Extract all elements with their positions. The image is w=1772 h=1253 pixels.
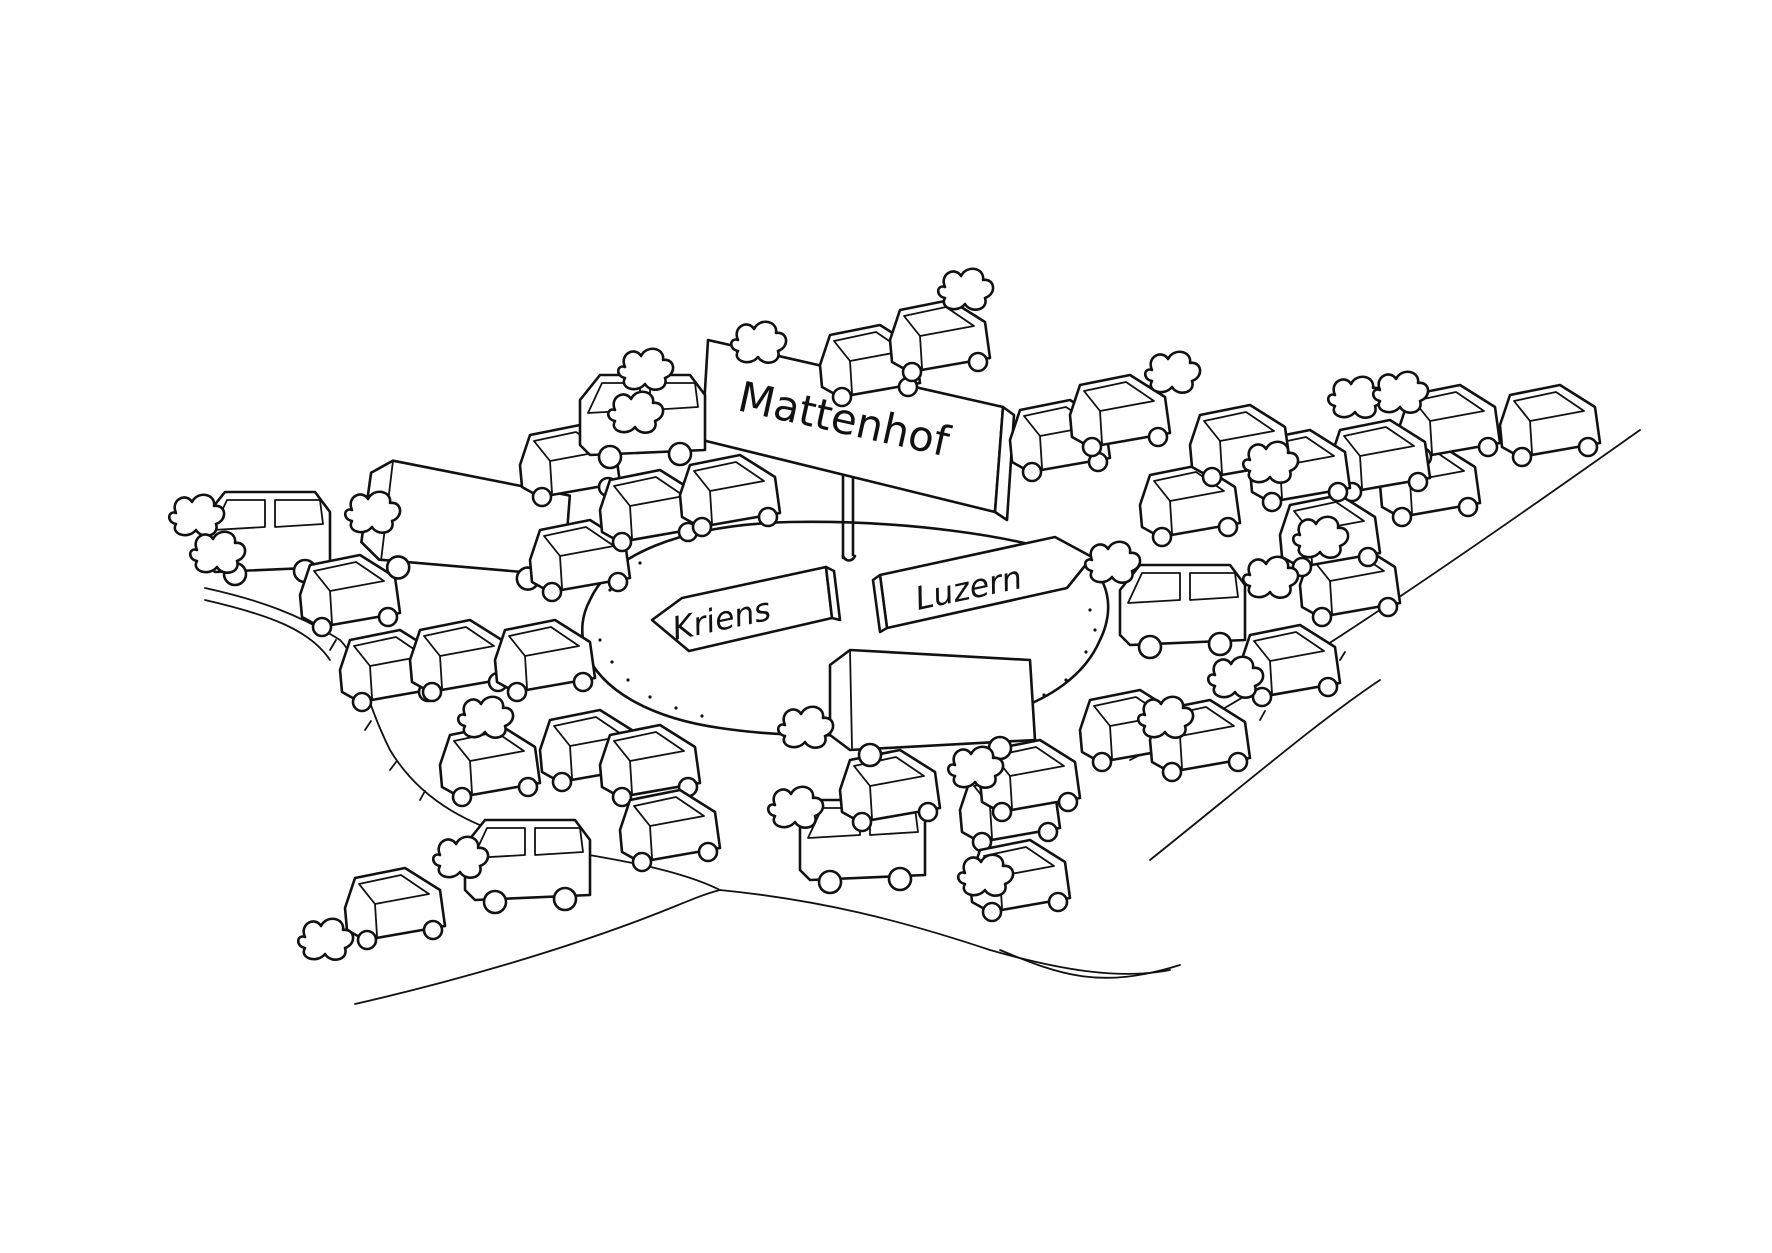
car (1138, 463, 1242, 548)
car (678, 453, 782, 538)
truck (828, 648, 1037, 768)
car (618, 788, 722, 873)
island-stipple (598, 558, 1097, 718)
car (888, 298, 992, 383)
car (1498, 383, 1602, 468)
van (1118, 563, 1247, 660)
car (298, 553, 402, 638)
car (493, 618, 597, 703)
car (343, 866, 447, 951)
van (463, 818, 592, 915)
